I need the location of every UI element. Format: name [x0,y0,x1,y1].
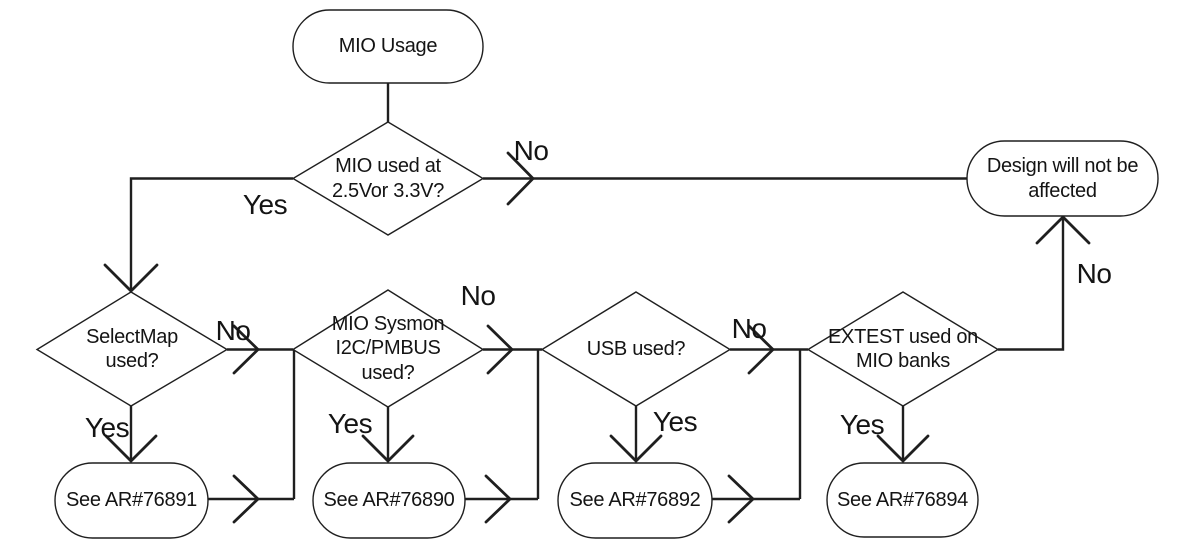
shape-ar76891-terminator [54,462,209,539]
node-decision-usb-label: USB used? [586,337,686,360]
arrowhead-down-selectmap [103,263,159,293]
edge-label-selectmap-no: No [215,315,251,346]
arrowhead-right-ar76892-out [727,474,756,524]
node-decision-selectmap: SelectMap used? [37,292,227,406]
arrowhead-right-sysmon-no [486,324,515,375]
node-decision-extest: EXTEST used on MIO banks [808,292,998,406]
node-ar76891: See AR#76891 [55,463,208,538]
edge-label-voltage-yes: Yes [242,189,288,220]
connector-usb-no-and-ar76892-merge [712,348,808,501]
node-decision-usb: USB used? [542,292,730,406]
edge-label-usb-no: No [731,313,767,344]
shape-ar76894-terminator [826,462,979,538]
connector-voltage-yes-to-selectmap [129,177,293,290]
node-ar76892: See AR#76892 [558,463,712,538]
connector-ar76891-merge [208,349,296,501]
arrowhead-right-selectmap-no [232,324,261,375]
shape-decision-voltage [291,121,485,236]
edge-label-extest-no: No [1076,258,1112,289]
edge-label-sysmon-no: No [460,280,496,311]
node-decision-selectmap-label: SelectMap used? [86,325,178,372]
edge-label-extest-yes: Yes [839,409,885,440]
shape-decision-selectmap [35,291,229,407]
edge-label-voltage-no: No [513,135,549,166]
edge-label-sysmon-yes: Yes [327,408,373,439]
node-design-not-affected-label: Design will not be affected [986,155,1139,202]
shape-design-not-affected [966,140,1159,217]
edge-label-selectmap-yes: Yes [84,412,130,443]
arrowhead-down-ar76890 [361,434,415,463]
node-decision-sysmon: MIO Sysmon I2C/PMBUS used? [293,290,483,407]
node-ar76894-label: See AR#76894 [837,488,968,511]
arrowhead-up-design [1035,215,1091,245]
node-start: MIO Usage [293,10,483,83]
node-ar76891-label: See AR#76891 [66,489,197,512]
arrowheads [103,151,1091,524]
shape-ar76892-terminator [557,462,713,539]
node-decision-voltage-label: MIO used at 2.5Vor 3.3V? [331,155,445,202]
node-ar76890-label: See AR#76890 [323,489,455,512]
node-ar76894: See AR#76894 [827,463,978,537]
arrowhead-right-voltage-no [506,151,535,206]
arrowhead-down-ar76891 [104,434,158,463]
connector-extest-no-to-design [998,217,1065,351]
node-design-not-affected: Design will not be affected [967,141,1158,216]
shapes [35,9,1159,539]
shape-ar76890-terminator [312,462,466,539]
node-decision-voltage: MIO used at 2.5Vor 3.3V? [293,122,483,235]
arrowhead-right-ar76891-out [232,474,261,524]
connectors [129,83,1065,501]
arrowhead-down-ar76892 [609,434,663,463]
arrowhead-right-ar76890-out [484,474,513,524]
node-start-label: MIO Usage [338,35,438,58]
arrowhead-down-ar76894 [876,434,930,463]
shape-decision-usb [540,291,732,407]
shape-start-terminator [292,9,484,84]
node-decision-extest-label: EXTEST used on MIO banks [828,325,978,372]
node-decision-sysmon-label: MIO Sysmon I2C/PMBUS used? [331,312,445,384]
edge-label-usb-yes: Yes [652,406,698,437]
node-ar76892-label: See AR#76892 [569,489,701,512]
shape-decision-extest [806,291,1000,407]
node-ar76890: See AR#76890 [313,463,465,538]
shape-decision-sysmon [291,289,485,408]
arrowhead-right-usb-no [747,324,776,375]
